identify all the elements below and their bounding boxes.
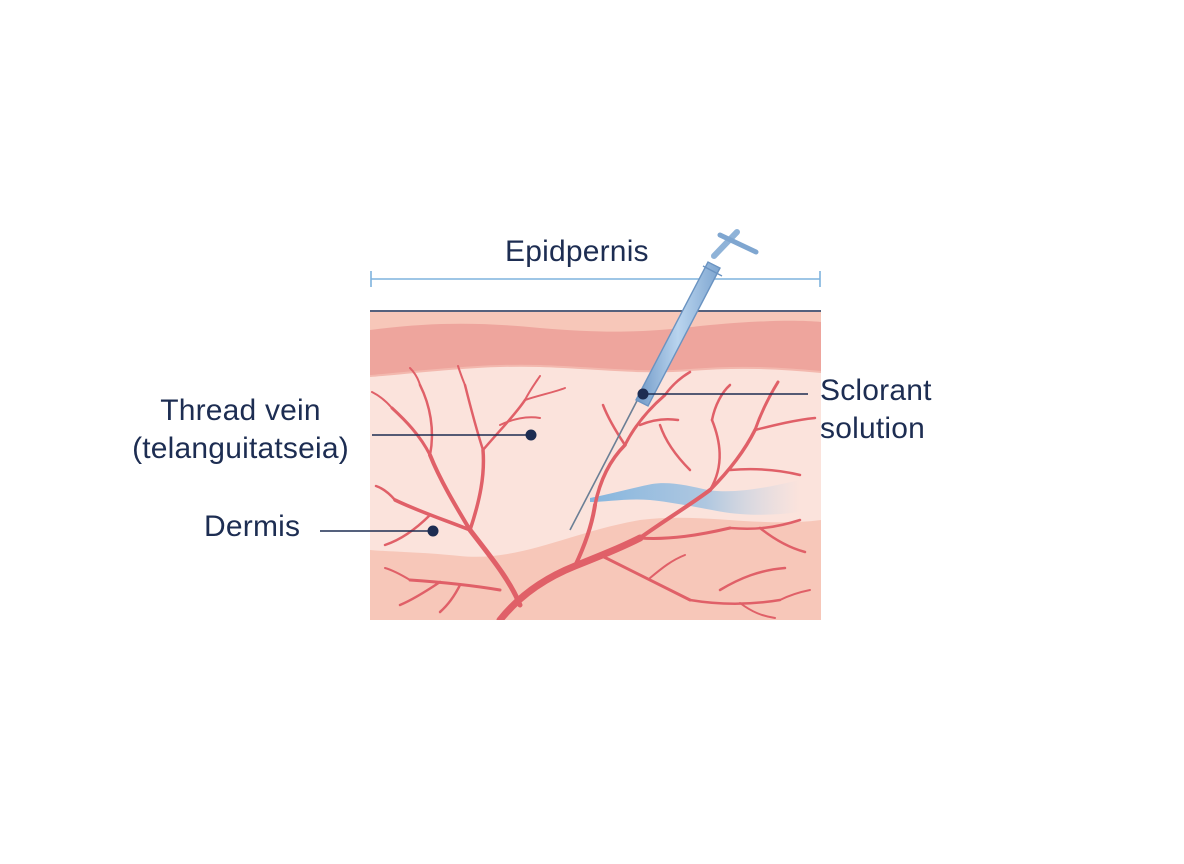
sclerosant-label: Sclorant solution xyxy=(820,372,932,448)
thread-vein-label-line1: Thread vein xyxy=(160,394,321,427)
sclerosant-solution xyxy=(590,480,800,515)
leader-lines xyxy=(320,388,808,537)
skin-block xyxy=(370,312,821,620)
thread-vein-label: Thread vein (telanguitatseia) xyxy=(118,392,363,468)
sclerosant-label-line2: solution xyxy=(820,412,926,445)
thread-vein-network xyxy=(371,365,817,620)
thread-vein-marker xyxy=(525,429,537,441)
epidermis-layer xyxy=(370,320,821,376)
thread-vein-label-line2: (telanguitatseia) xyxy=(132,432,349,465)
syringe-needle xyxy=(569,229,759,531)
epidermis-dimension-line xyxy=(370,271,821,287)
sclerosant-marker xyxy=(637,388,649,400)
epidermis-label: Epidpernis xyxy=(505,235,649,268)
dermis-label: Dermis xyxy=(204,510,301,543)
dermis-marker xyxy=(427,525,439,537)
sclerosant-label-line1: Sclorant xyxy=(820,374,932,407)
